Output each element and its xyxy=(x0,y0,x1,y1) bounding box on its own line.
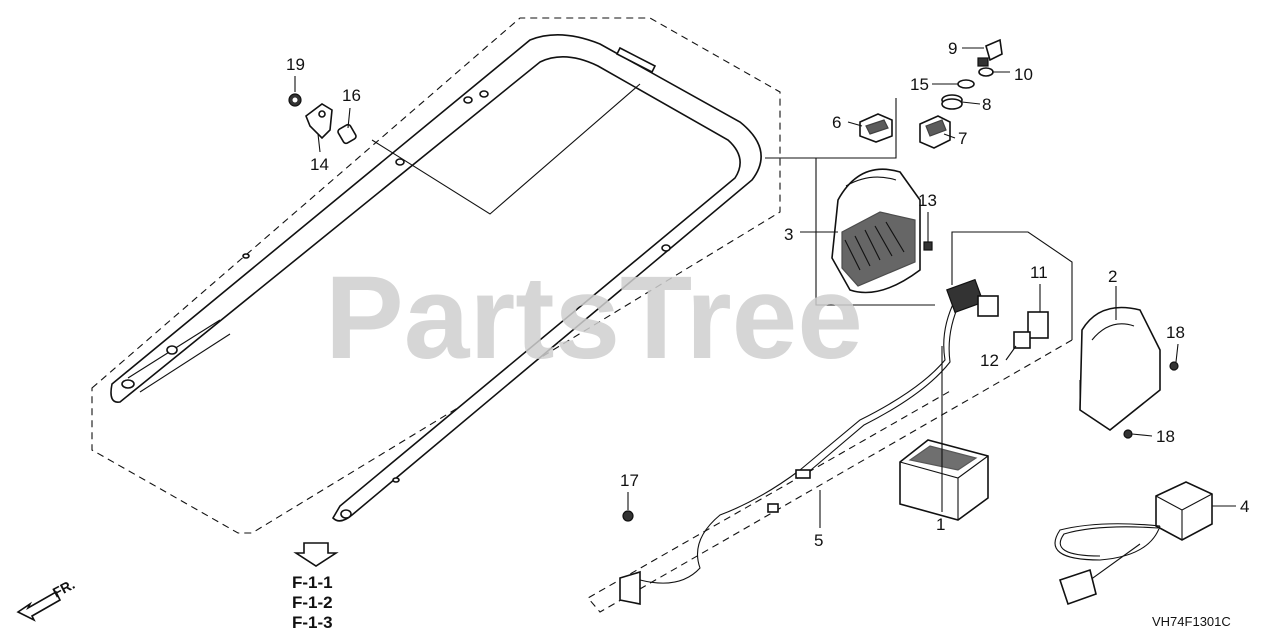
switch-6[interactable] xyxy=(859,113,893,143)
callout-15: 15 xyxy=(910,75,929,94)
page-ref-1[interactable]: F-1-1 xyxy=(292,573,333,592)
wire-harness-icon[interactable] xyxy=(619,278,999,605)
bolt-19[interactable] xyxy=(288,93,302,107)
reference-arrow-icon xyxy=(293,542,339,567)
callout-13: 13 xyxy=(918,191,937,210)
bolt-17[interactable] xyxy=(622,510,634,522)
switch-7[interactable] xyxy=(919,115,951,149)
callout-8: 8 xyxy=(982,95,991,114)
screw-18a[interactable] xyxy=(1169,361,1179,371)
page-ref-2[interactable]: F-1-2 xyxy=(292,593,333,612)
washer-15[interactable] xyxy=(957,79,975,89)
callout-14: 14 xyxy=(310,155,329,174)
callout-4: 4 xyxy=(1240,497,1249,516)
side-cover-icon[interactable] xyxy=(1079,306,1161,431)
clip-13[interactable] xyxy=(923,241,933,251)
nut-10[interactable] xyxy=(978,67,994,77)
bracket-14[interactable] xyxy=(305,103,333,140)
callout-9: 9 xyxy=(948,39,957,58)
callout-12: 12 xyxy=(980,351,999,370)
switch-box-icon[interactable] xyxy=(831,168,921,294)
screw-18b[interactable] xyxy=(1123,429,1133,439)
callout-2: 2 xyxy=(1108,267,1117,286)
callout-6: 6 xyxy=(832,113,841,132)
handle-icon[interactable] xyxy=(110,34,762,522)
handle-group xyxy=(91,17,781,534)
callout-19: 19 xyxy=(286,55,305,74)
callout-18-lower: 18 xyxy=(1156,427,1175,446)
callout-18-upper: 18 xyxy=(1166,323,1185,342)
callout-11: 11 xyxy=(1030,263,1048,282)
connector-12[interactable] xyxy=(1013,331,1031,349)
callout-3: 3 xyxy=(784,225,793,244)
collar-16[interactable] xyxy=(337,123,357,145)
page-ref-3[interactable]: F-1-3 xyxy=(292,613,333,632)
callout-16: 16 xyxy=(342,86,361,105)
diagram-code: VH74F1301C xyxy=(1152,614,1231,629)
watermark-text: PartsTree xyxy=(325,252,863,384)
connector-11[interactable] xyxy=(1027,311,1049,339)
callout-17: 17 xyxy=(620,471,639,490)
callout-5: 5 xyxy=(814,531,823,550)
callout-7: 7 xyxy=(958,129,967,148)
callout-10: 10 xyxy=(1014,65,1033,84)
front-direction-arrow-icon xyxy=(16,590,62,622)
spring-8[interactable] xyxy=(941,94,963,110)
charger-icon[interactable] xyxy=(1054,481,1213,606)
battery-icon[interactable] xyxy=(899,439,989,521)
key-9[interactable] xyxy=(977,38,1003,67)
callout-1: 1 xyxy=(936,515,945,534)
